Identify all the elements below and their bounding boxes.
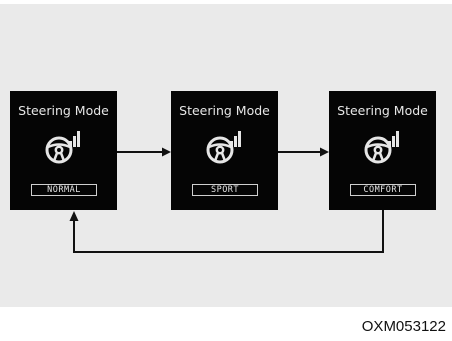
mode-box-comfort: Steering Mode COMFORT [329,91,436,210]
mode-box-sport: Steering Mode SPORT [171,91,278,210]
mode-title: Steering Mode [18,103,109,118]
arrow-sport-to-comfort [278,147,329,157]
mode-box-normal: Steering Mode NORMAL [10,91,117,210]
mode-label: COMFORT [350,184,416,196]
mode-title: Steering Mode [337,103,428,118]
mode-label: SPORT [192,184,258,196]
steering-wheel-icon [45,131,80,164]
steering-wheel-icon [364,131,399,164]
arrow-comfort-to-normal [69,210,384,253]
arrow-normal-to-sport [117,147,171,157]
mode-title: Steering Mode [179,103,270,118]
figure-code: OXM053122 [361,318,446,335]
steering-wheel-icon [206,131,241,164]
mode-label: NORMAL [31,184,97,196]
